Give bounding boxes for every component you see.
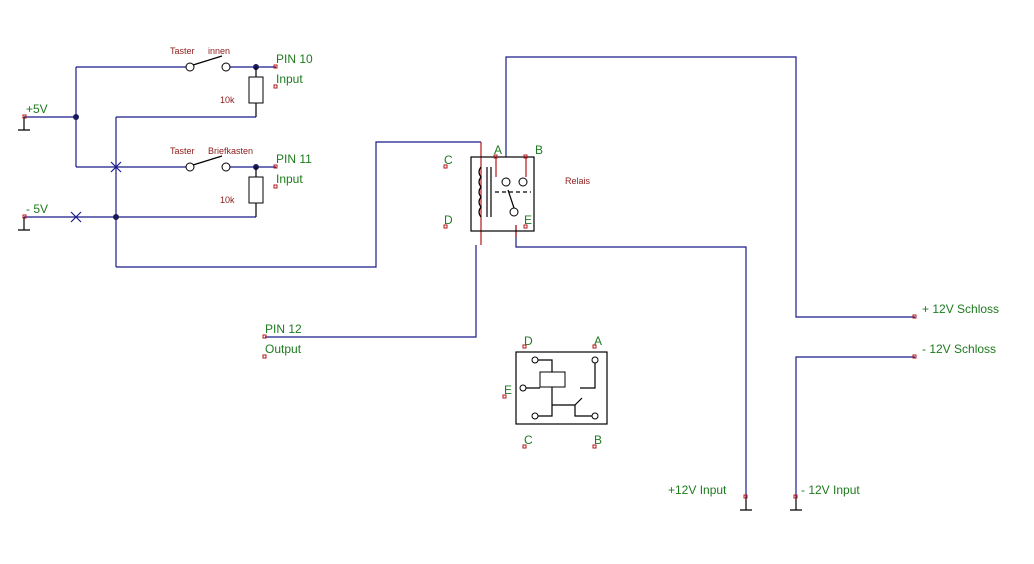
label-pin10: PIN 10 xyxy=(276,52,313,66)
switch-contact-icon xyxy=(185,62,195,72)
footprint-body xyxy=(515,351,608,425)
label-pin10-mode: Input xyxy=(276,72,303,86)
relay-terminal-c: C xyxy=(444,153,453,167)
ground-minus12v-icon xyxy=(790,497,802,511)
resistor-body-icon xyxy=(248,76,264,104)
relay-name: Relais xyxy=(565,176,591,186)
switch1-label-a: Taster xyxy=(170,46,195,56)
pin-markers xyxy=(22,64,917,499)
wire-relay-a-schloss-plus xyxy=(505,56,915,318)
label-minus12v-schloss: - 12V Schloss xyxy=(922,342,996,356)
relay-contact-icon xyxy=(501,177,511,187)
relay-terminal-a: A xyxy=(494,143,502,157)
wire-pin12-relay xyxy=(265,245,477,338)
wire-to-relay-coil xyxy=(116,141,481,268)
junction-dot xyxy=(73,114,79,120)
pin-marker xyxy=(793,494,798,499)
wire-relay-e-12v-input xyxy=(515,225,747,497)
footprint-label-e: E xyxy=(504,383,512,397)
footprint-pad-icon xyxy=(531,412,539,420)
pin-marker xyxy=(443,164,448,169)
label-pin11-mode: Input xyxy=(276,172,303,186)
footprint-label-c: C xyxy=(524,433,533,447)
pin-marker xyxy=(522,344,527,349)
relay-body xyxy=(470,156,535,232)
pin-marker xyxy=(912,354,917,359)
label-pin12-mode: Output xyxy=(265,342,302,356)
pin-marker xyxy=(592,444,597,449)
pin-marker xyxy=(22,214,27,219)
switch2-label-a: Taster xyxy=(170,146,195,156)
label-minus12v-input: - 12V Input xyxy=(801,483,860,497)
resistor2-value: 10k xyxy=(220,195,235,205)
switch-taster-briefkasten: Taster Briefkasten xyxy=(170,146,253,172)
wire-minus12v xyxy=(795,356,915,497)
wires xyxy=(24,56,915,497)
pin-marker xyxy=(273,164,278,169)
switch-taster-innen: Taster innen xyxy=(170,46,231,72)
pin-marker xyxy=(273,84,278,89)
label-minus5v: - 5V xyxy=(26,202,48,216)
label-plus12v-schloss: + 12V Schloss xyxy=(922,302,999,316)
switch2-label-b: Briefkasten xyxy=(208,146,253,156)
footprint-coil-icon xyxy=(539,371,566,388)
resistor-r2: 10k xyxy=(220,167,264,217)
switch-lever-icon xyxy=(192,155,223,166)
pin-leads xyxy=(480,142,527,245)
footprint-pad-icon xyxy=(531,356,539,364)
label-plus5v: +5V xyxy=(26,102,48,116)
relay-footprint: D A E C B xyxy=(504,334,608,447)
footprint-pad-icon xyxy=(591,412,599,420)
relay-terminal-d: D xyxy=(444,213,453,227)
switch-lever-icon xyxy=(192,55,223,66)
relay: Relais A B C D E xyxy=(444,143,591,232)
pin-marker xyxy=(22,114,27,119)
resistor-body-icon xyxy=(248,176,264,204)
switch-contact-icon xyxy=(185,162,195,172)
pin-marker xyxy=(493,154,498,159)
relay-terminal-e: E xyxy=(524,213,532,227)
junction-dot xyxy=(113,214,119,220)
relay-core-icon xyxy=(486,167,492,217)
pin-marker xyxy=(743,494,748,499)
relay-contact-icon xyxy=(509,207,519,217)
pin-marker xyxy=(273,184,278,189)
resistor-r1: 10k xyxy=(220,67,264,117)
relay-contact-icon xyxy=(518,177,528,187)
labels: +5V - 5V PIN 10 Input PIN 11 Input PIN 1… xyxy=(26,52,999,497)
footprint-label-d: D xyxy=(524,334,533,348)
pin-marker xyxy=(502,394,507,399)
footprint-traces-icon xyxy=(526,359,596,417)
pin-marker xyxy=(912,314,917,319)
switch-contact-icon xyxy=(221,162,231,172)
pin-marker xyxy=(262,334,267,339)
label-pin12: PIN 12 xyxy=(265,322,302,336)
pin-marker xyxy=(443,224,448,229)
switch1-label-b: innen xyxy=(208,46,230,56)
label-pin11: PIN 11 xyxy=(276,152,312,166)
crossing-mark xyxy=(70,211,82,223)
relay-terminal-b: B xyxy=(535,143,543,157)
pin-marker xyxy=(523,154,528,159)
pin-marker xyxy=(523,224,528,229)
ground-symbols xyxy=(18,117,802,511)
ground-plus12v-icon xyxy=(740,497,752,511)
ground-plus5v-icon xyxy=(18,117,30,131)
label-plus12v-input: +12V Input xyxy=(668,483,727,497)
pin-marker xyxy=(262,354,267,359)
switch-contact-icon xyxy=(221,62,231,72)
crossing-mark xyxy=(110,161,122,173)
footprint-pad-icon xyxy=(591,356,599,364)
ground-minus5v-icon xyxy=(18,217,30,231)
relay-coil-icon xyxy=(478,166,482,218)
relay-switch-lever-icon xyxy=(507,189,515,209)
resistor1-value: 10k xyxy=(220,95,235,105)
footprint-label-b: B xyxy=(594,433,602,447)
pin-marker xyxy=(273,64,278,69)
pin-marker xyxy=(522,444,527,449)
pin-marker xyxy=(592,344,597,349)
footprint-label-a: A xyxy=(594,334,602,348)
footprint-pad-icon xyxy=(519,384,527,392)
